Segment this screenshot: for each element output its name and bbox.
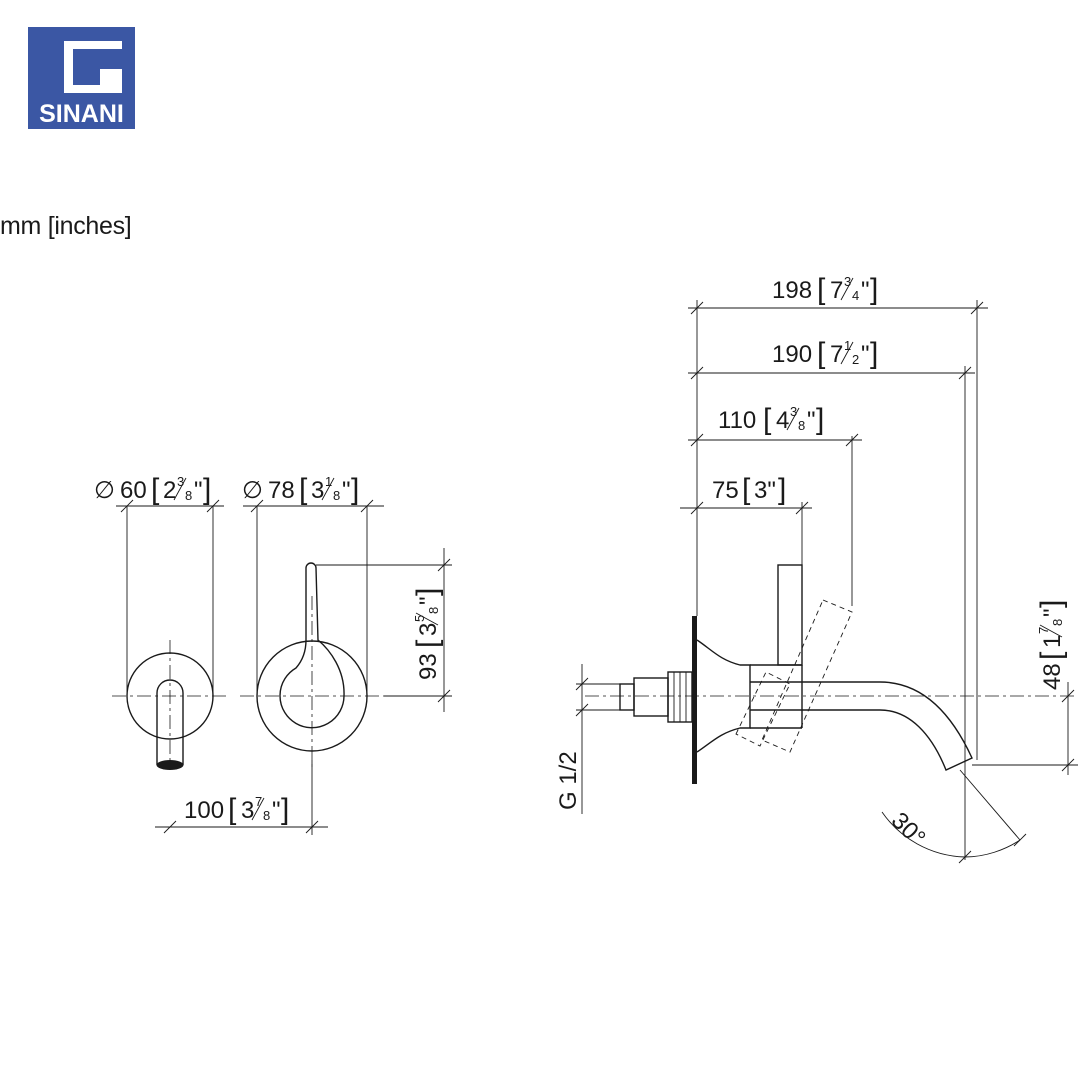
svg-text:93: 93 — [415, 653, 442, 680]
escutcheon-profile — [696, 639, 751, 753]
svg-text:[: [ — [299, 473, 308, 506]
svg-text:7: 7 — [830, 341, 843, 368]
svg-text:100: 100 — [184, 797, 224, 824]
svg-text:": " — [861, 277, 870, 304]
svg-text:2: 2 — [163, 477, 176, 504]
svg-text:[: [ — [817, 337, 826, 370]
dim-width-198: 198 [ 7 3 4 " ] — [688, 273, 988, 760]
svg-text:": " — [415, 596, 442, 605]
svg-text:8: 8 — [1050, 619, 1065, 626]
svg-text:8: 8 — [426, 607, 441, 614]
svg-text:8: 8 — [798, 418, 805, 433]
logo-text: SINANI — [39, 100, 124, 128]
svg-text:3: 3 — [415, 623, 442, 636]
svg-text:∅: ∅ — [242, 477, 263, 504]
lever-body — [777, 564, 803, 666]
mixer-lever — [279, 562, 345, 729]
svg-text:4: 4 — [852, 288, 859, 303]
svg-text:": " — [272, 797, 281, 824]
dim-height-48: 48 [ 1 7 8 " ] — [972, 600, 1078, 775]
svg-text:[: [ — [228, 793, 237, 826]
dim-height-93: 93 [ 3 5 8 " ] — [316, 548, 452, 712]
svg-text:3: 3 — [177, 474, 184, 489]
svg-text:]: ] — [203, 473, 211, 506]
svg-text:]: ] — [778, 473, 786, 506]
dim-width-110: 110 [ 4 3 8 " ] — [688, 403, 862, 606]
svg-text:]: ] — [870, 337, 878, 370]
dim-width-100: 100 [ 3 7 8 " ] — [155, 760, 328, 835]
svg-text:3: 3 — [311, 477, 324, 504]
svg-text:190: 190 — [772, 341, 812, 368]
sinani-logo: SINANI — [28, 27, 135, 129]
svg-text:]: ] — [870, 273, 878, 306]
svg-text:5: 5 — [412, 615, 427, 622]
svg-text:[: [ — [151, 473, 160, 506]
svg-text:[: [ — [742, 473, 751, 506]
svg-text:7: 7 — [830, 277, 843, 304]
dim-width-75: 75 [ 3" ] — [680, 473, 812, 565]
svg-text:3: 3 — [844, 274, 851, 289]
svg-text:]: ] — [1035, 600, 1068, 608]
svg-text:": " — [342, 477, 351, 504]
dim-width-190: 190 [ 7 1 2 " ] — [688, 337, 975, 860]
svg-text:4: 4 — [776, 407, 789, 434]
svg-text:[: [ — [1035, 651, 1068, 660]
svg-text:": " — [807, 407, 816, 434]
svg-text:7: 7 — [255, 794, 262, 809]
svg-text:8: 8 — [263, 808, 270, 823]
dim-diameter-60: ∅ 60 [ 2 3 8 " ] — [94, 473, 224, 696]
svg-text:[: [ — [411, 639, 444, 648]
svg-text:]: ] — [816, 403, 824, 436]
svg-text:∅: ∅ — [94, 477, 115, 504]
wall-plate — [692, 616, 697, 784]
units-note: mm [inches] — [0, 212, 132, 240]
svg-text:[: [ — [817, 273, 826, 306]
dim-angle-30: 30° — [881, 769, 1027, 864]
svg-text:1: 1 — [325, 474, 332, 489]
svg-text:2: 2 — [852, 352, 859, 367]
svg-text:1: 1 — [1039, 635, 1066, 648]
svg-text:30°: 30° — [886, 807, 931, 852]
svg-text:": " — [861, 341, 870, 368]
svg-text:8: 8 — [333, 488, 340, 503]
svg-text:78: 78 — [268, 477, 295, 504]
svg-text:]: ] — [281, 793, 289, 826]
connector-nut — [633, 677, 669, 717]
svg-text:3": 3" — [754, 477, 776, 504]
svg-text:3: 3 — [790, 404, 797, 419]
svg-text:198: 198 — [772, 277, 812, 304]
svg-text:]: ] — [411, 588, 444, 596]
svg-text:": " — [1039, 608, 1066, 617]
svg-text:60: 60 — [120, 477, 147, 504]
lever-rotated-position — [761, 599, 853, 753]
svg-text:8: 8 — [185, 488, 192, 503]
mixer-front-view — [240, 562, 384, 770]
spout-side — [750, 681, 973, 771]
svg-text:110: 110 — [718, 407, 756, 434]
svg-text:1: 1 — [844, 338, 851, 353]
svg-text:[: [ — [763, 403, 772, 436]
spout-outlet — [156, 760, 184, 770]
dim-thread-g12: G 1/2 — [555, 664, 620, 814]
spout-body — [156, 679, 184, 765]
svg-text:]: ] — [351, 473, 359, 506]
svg-text:7: 7 — [1036, 627, 1051, 634]
svg-text:G 1/2: G 1/2 — [555, 751, 582, 810]
svg-text:48: 48 — [1039, 663, 1066, 690]
side-view — [585, 564, 1075, 784]
svg-text:3: 3 — [241, 797, 254, 824]
logo-emblem — [64, 41, 122, 93]
connector-end — [619, 683, 635, 711]
svg-text:75: 75 — [712, 477, 739, 504]
dim-diameter-78: ∅ 78 [ 3 1 8 " ] — [242, 473, 384, 696]
spout-front-view — [112, 640, 228, 770]
svg-text:": " — [194, 477, 203, 504]
